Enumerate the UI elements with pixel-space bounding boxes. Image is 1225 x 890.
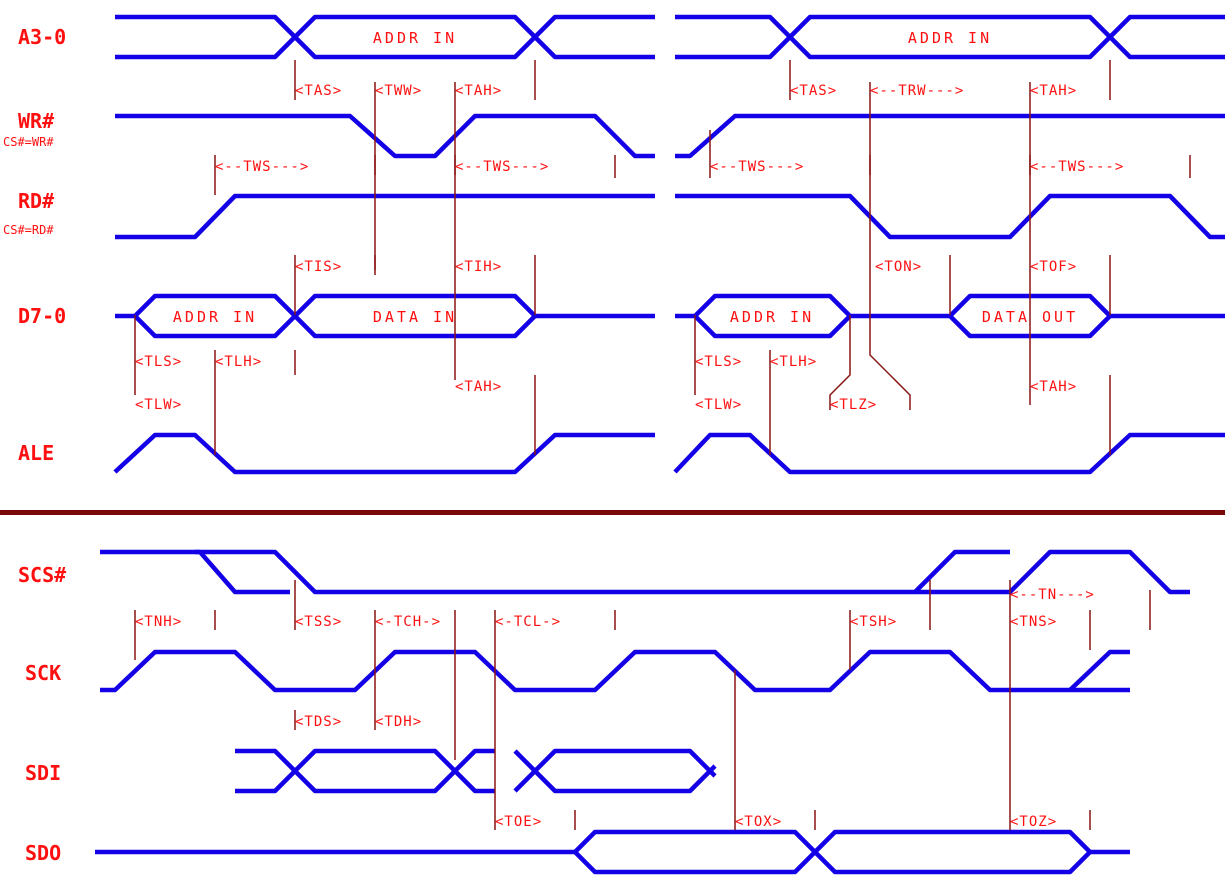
tsh-label: <TSH> xyxy=(850,614,897,630)
scs-label: SCS# xyxy=(18,563,66,587)
tas-label-2: <TAS> xyxy=(790,83,837,99)
tls-label-2: <TLS> xyxy=(695,354,742,370)
sdi-label: SDI xyxy=(25,761,61,785)
tws-label-1: <--TWS---> xyxy=(215,159,309,175)
tns-label: <TNS> xyxy=(1010,614,1057,630)
tah-label-3: <TAH> xyxy=(455,379,502,395)
tox-label: <TOX> xyxy=(735,814,782,830)
tih-label: <TIH> xyxy=(455,259,502,275)
rd-waveform xyxy=(115,193,1225,240)
tws-label-2: <--TWS---> xyxy=(455,159,549,175)
d70-data-out-label: DATA OUT xyxy=(982,308,1078,326)
a30-waveform xyxy=(115,14,1225,60)
ale-waveform xyxy=(113,432,1225,475)
d70-addr-label-1: ADDR IN xyxy=(173,308,257,326)
sdo-label: SDO xyxy=(25,841,61,865)
a30-bus-label-2: ADDR IN xyxy=(908,29,992,47)
d70-addr-label-2: ADDR IN xyxy=(730,308,814,326)
rd-label: RD# xyxy=(18,189,54,213)
timing-ticks xyxy=(134,60,1191,830)
toz-label: <TOZ> xyxy=(1010,814,1057,830)
tds-label: <TDS> xyxy=(295,714,342,730)
tah-label-1: <TAH> xyxy=(455,83,502,99)
tnh-label: <TNH> xyxy=(135,614,182,630)
tch-label: <-TCH-> xyxy=(375,614,441,630)
tws-label-4: <--TWS---> xyxy=(1030,159,1124,175)
sdi-waveform xyxy=(235,748,717,794)
tlw-label-2: <TLW> xyxy=(695,397,742,413)
tas-label-1: <TAS> xyxy=(295,83,342,99)
tis-label: <TIS> xyxy=(295,259,342,275)
wr-label: WR# xyxy=(18,109,54,133)
tlh-label-1: <TLH> xyxy=(215,354,262,370)
wr-sub-label: CS#=WR# xyxy=(3,135,54,149)
tn-label: <--TN---> xyxy=(1010,587,1095,603)
wr-waveform xyxy=(115,113,1225,159)
a30-bus-label-1: ADDR IN xyxy=(373,29,457,47)
tws-label-3: <--TWS---> xyxy=(710,159,804,175)
tah-label-4: <TAH> xyxy=(1030,379,1077,395)
tls-label-1: <TLS> xyxy=(135,354,182,370)
d70-label: D7-0 xyxy=(18,304,66,328)
a30-label: A3-0 xyxy=(18,25,66,49)
ton-label: <TON> xyxy=(875,259,922,275)
ale-label: ALE xyxy=(18,441,54,465)
tlz-label: <TLZ> xyxy=(830,397,877,413)
tlh-label-2: <TLH> xyxy=(770,354,817,370)
toe-label: <TOE> xyxy=(495,814,542,830)
section-divider xyxy=(0,510,1225,515)
sck-waveform xyxy=(100,649,1130,693)
tdh-label: <TDH> xyxy=(375,714,422,730)
tof-label: <TOF> xyxy=(1030,259,1077,275)
tss-label: <TSS> xyxy=(295,614,342,630)
sck-label: SCK xyxy=(25,661,61,685)
tlw-label-1: <TLW> xyxy=(135,397,182,413)
trw-label: <--TRW---> xyxy=(870,83,964,99)
rd-sub-label: CS#=RD# xyxy=(3,223,54,237)
scs-waveform xyxy=(100,549,1190,595)
tww-label: <TWW> xyxy=(375,83,422,99)
tcl-label: <-TCL-> xyxy=(495,614,561,630)
d70-data-in-label: DATA IN xyxy=(373,308,457,326)
sdo-waveform xyxy=(95,829,1130,875)
tah-label-2: <TAH> xyxy=(1030,83,1077,99)
